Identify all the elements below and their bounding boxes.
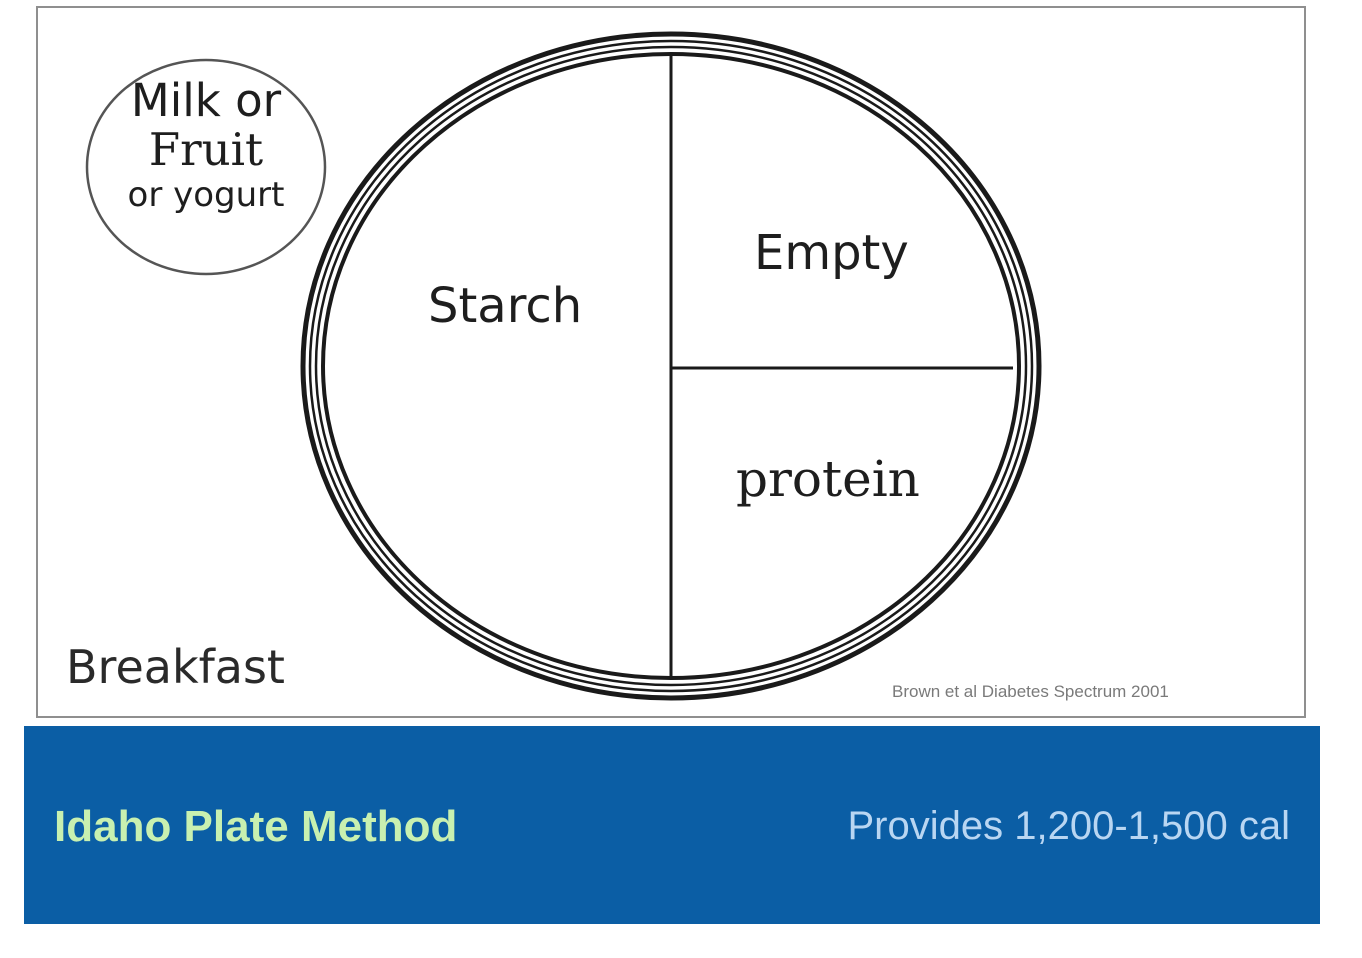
meal-label: Breakfast: [66, 640, 285, 694]
cup-label-line-1: Milk or: [130, 74, 282, 127]
cup-label-line-2: Fruit: [148, 123, 264, 176]
cup-label: Milk or Fruit or yogurt: [88, 78, 324, 212]
cup-label-line-3: or yogurt: [127, 175, 285, 215]
banner-title: Idaho Plate Method: [54, 802, 458, 851]
title-banner: Idaho Plate Method Provides 1,200-1,500 …: [24, 726, 1320, 924]
section-empty-label: Empty: [754, 225, 909, 281]
cup-circle: [85, 58, 327, 276]
banner-calories: Provides 1,200-1,500 cal: [847, 804, 1291, 848]
source-credit: Brown et al Diabetes Spectrum 2001: [892, 682, 1169, 701]
section-starch-label: Starch: [428, 278, 583, 334]
section-protein-label: protein: [736, 450, 920, 508]
